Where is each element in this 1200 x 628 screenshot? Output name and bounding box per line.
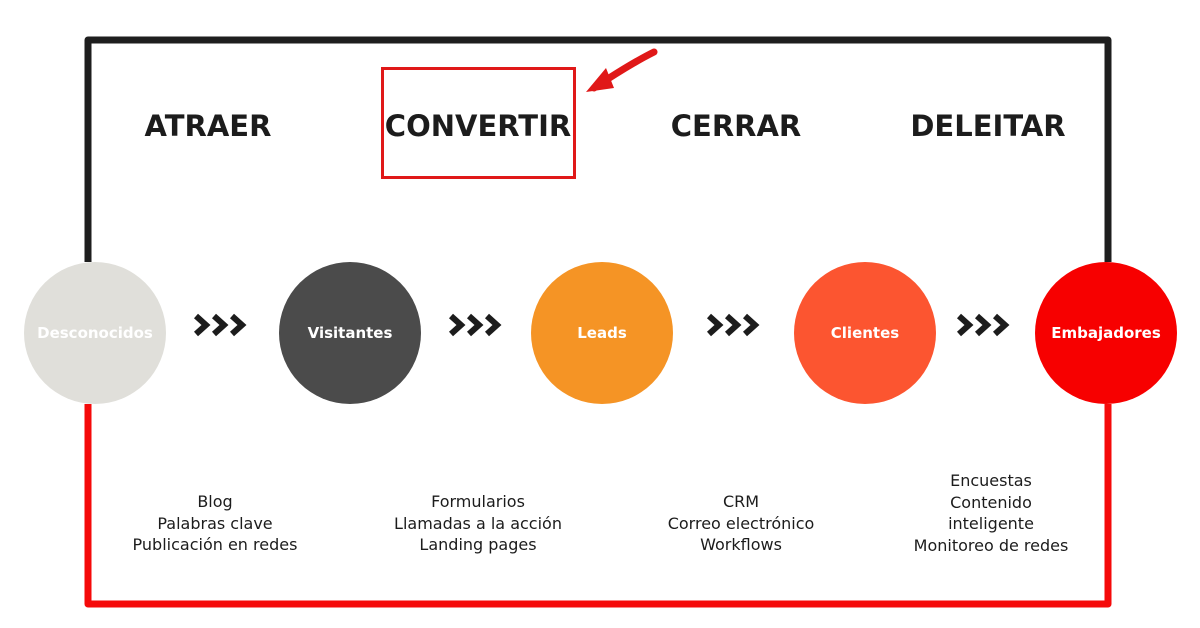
tools-deleitar: Encuestas Contenido inteligente Monitore… [876, 470, 1106, 556]
tool-item: Llamadas a la acción [394, 513, 562, 533]
triple-chevron-icon [706, 313, 760, 337]
tool-item: Blog [197, 492, 233, 511]
tool-item: Encuestas [950, 471, 1032, 490]
frame-top-border [84, 36, 1112, 262]
node-label: Visitantes [307, 324, 393, 342]
tools-cerrar: CRM Correo electrónico Workflows [626, 491, 856, 556]
tool-item: Contenido [950, 492, 1032, 512]
tools-atraer: Blog Palabras clave Publicación en redes [100, 491, 330, 556]
tool-item: Formularios [431, 492, 525, 511]
triple-chevron-icon [448, 313, 502, 337]
node-label: Embajadores [1051, 324, 1161, 342]
stage-deleitar: DELEITAR [910, 109, 1066, 143]
triple-chevron-icon [956, 313, 1010, 337]
frame-bottom-border [84, 404, 1112, 608]
stage-convertir: CONVERTIR [384, 109, 572, 143]
tools-convertir: Formularios Llamadas a la acción Landing… [363, 491, 593, 556]
tool-item: Landing pages [419, 535, 537, 555]
tool-item: CRM [722, 492, 760, 511]
node-desconocidos: Desconocidos [24, 262, 166, 404]
node-embajadores: Embajadores [1035, 262, 1177, 404]
tool-item: Publicación en redes [132, 535, 298, 555]
node-label: Clientes [830, 324, 900, 342]
tool-item: Workflows [700, 535, 782, 555]
tool-item: inteligente [948, 514, 1034, 534]
node-clientes: Clientes [794, 262, 936, 404]
tool-item: Correo electrónico [667, 513, 815, 533]
red-arrow-icon [586, 48, 658, 92]
node-leads: Leads [531, 262, 673, 404]
stage-atraer: ATRAER [144, 109, 272, 143]
node-label: Leads [577, 324, 627, 342]
tool-item: Monitoreo de redes [913, 535, 1069, 555]
stage-cerrar: CERRAR [670, 109, 802, 143]
highlight-box [381, 67, 576, 179]
node-label: Desconocidos [37, 324, 153, 342]
triple-chevron-icon [193, 313, 247, 337]
tool-item: Palabras clave [157, 513, 273, 533]
node-visitantes: Visitantes [279, 262, 421, 404]
